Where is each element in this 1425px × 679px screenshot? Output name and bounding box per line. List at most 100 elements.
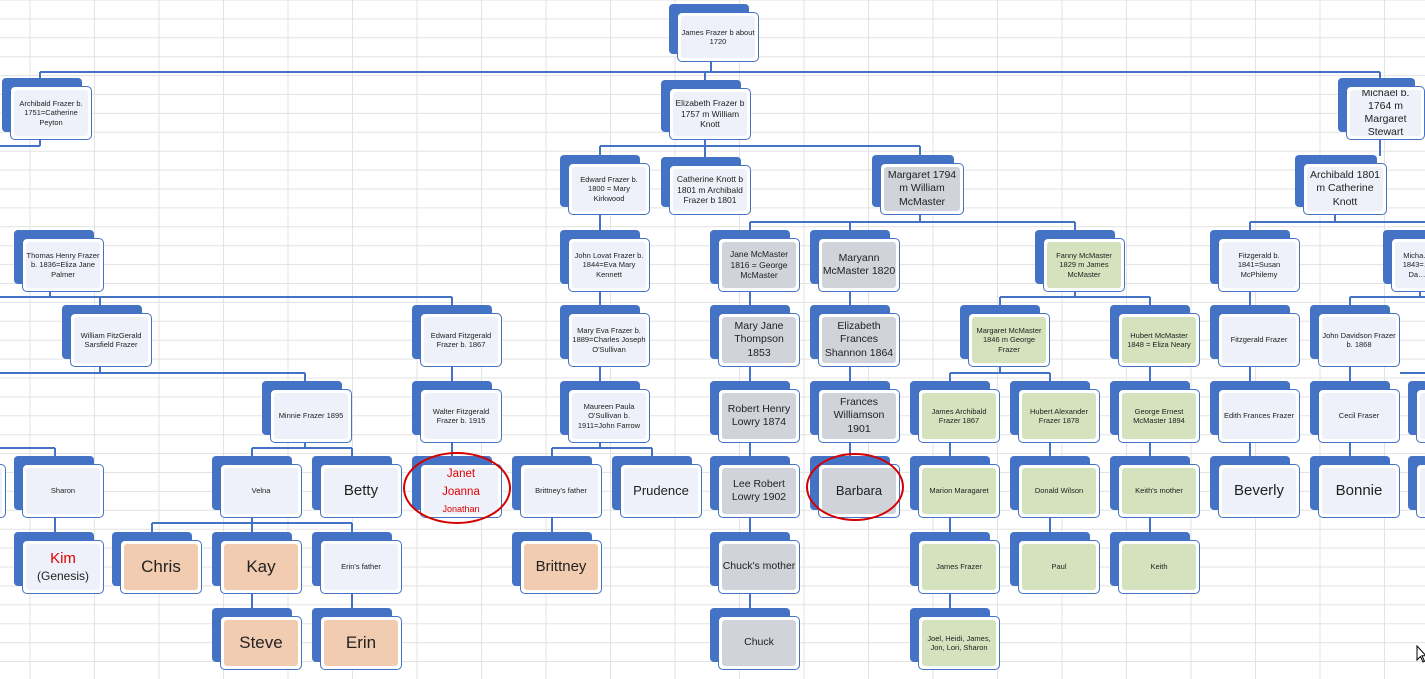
node-marion-maragaret[interactable]: Marion Maragaret (910, 456, 1000, 518)
node-maryann-1820[interactable]: Maryann McMaster 1820 (810, 230, 900, 292)
node-beverly[interactable]: Beverly (1210, 456, 1300, 518)
node-kay[interactable]: Kay (212, 532, 302, 594)
node-minnie-1895[interactable]: Minnie Frazer 1895 (262, 381, 352, 443)
node-label: Edward Fitzgerald Frazer b. 1867 (424, 317, 498, 363)
node-label: Kay (224, 544, 298, 590)
highlight-circle-janet (403, 452, 511, 524)
node-partial-right-row6[interactable] (1408, 456, 1425, 518)
node-sharon[interactable]: Sharon (14, 456, 104, 518)
node-fitzgerald-1841[interactable]: Fitzgerald b. 1841=Susan McPhilemy (1210, 230, 1300, 292)
node-label: Elizabeth Frazer b 1757 m William Knott (673, 92, 747, 136)
node-mary-eva-1889[interactable]: Mary Eva Frazer b. 1889=Charles Joseph O… (560, 305, 650, 367)
node-label: Cecil Fraser (1322, 393, 1396, 439)
node-james-frazer-1720[interactable]: James Frazer b about 1720 (669, 4, 759, 62)
node-walter-1915[interactable]: Walter Fitzgerald Frazer b. 1915 (412, 381, 502, 443)
node-label: Steve (224, 620, 298, 666)
node-maureen-1911[interactable]: Maureen Paula O'Sullivan b. 1911=John Fa… (560, 381, 650, 443)
node-label: James Archibald Frazer 1867 (922, 393, 996, 439)
node-label: Kim (50, 550, 76, 568)
node-label: Hubert McMaster 1848 = Eliza Neary (1122, 317, 1196, 363)
node-james-archibald-1867[interactable]: James Archibald Frazer 1867 (910, 381, 1000, 443)
node-elizabeth-1757[interactable]: Elizabeth Frazer b 1757 m William Knott (661, 80, 751, 140)
node-keith[interactable]: Keith (1110, 532, 1200, 594)
node-jane-1816[interactable]: Jane McMaster 1816 = George McMaster (710, 230, 800, 292)
node-label: Prudence (624, 468, 698, 514)
node-fitzgerald-frazer[interactable]: Fitzgerald Frazer (1210, 305, 1300, 367)
node-erins-father[interactable]: Erin's father (312, 532, 402, 594)
node-label: Elizabeth Frances Shannon 1864 (822, 317, 896, 363)
node-kim[interactable]: Kim (Genesis) (14, 532, 104, 594)
node-partial-right-row5[interactable] (1408, 381, 1425, 443)
node-margaret-1794[interactable]: Margaret 1794 m William McMaster (872, 155, 964, 215)
node-cecil-fraser[interactable]: Cecil Fraser (1310, 381, 1400, 443)
node-john-davidson-1868[interactable]: John Davidson Frazer b. 1868 (1310, 305, 1400, 367)
mouse-cursor-icon (1416, 645, 1425, 663)
node-chris[interactable]: Chris (112, 532, 202, 594)
node-edward-1800[interactable]: Edward Frazer b. 1800 = Mary Kirkwood (560, 155, 650, 215)
node-elizabeth-frances-1864[interactable]: Elizabeth Frances Shannon 1864 (810, 305, 900, 367)
node-label: Michael b. 1764 m Margaret Stewart (1350, 90, 1421, 136)
node-archibald-1801[interactable]: Archibald 1801 m Catherine Knott (1295, 155, 1387, 215)
node-label: Chuck's mother (722, 544, 796, 590)
node-keiths-mother[interactable]: Keith's mother (1110, 456, 1200, 518)
node-joel-heidi[interactable]: Joel, Heidi, James, Jon, Lori, Sharon (910, 608, 1000, 670)
node-sublabel: (Genesis) (36, 568, 89, 583)
node-frances-1901[interactable]: Frances Williamson 1901 (810, 381, 900, 443)
node-label: John Lovat Frazer b. 1844=Eva Mary Kenne… (572, 242, 646, 288)
node-label: William FitzGerald Sarsfield Frazer (74, 317, 148, 363)
node-edith-frances[interactable]: Edith Frances Frazer (1210, 381, 1300, 443)
node-label: Archibald Frazer b. 1751=Catherine Peyto… (14, 90, 88, 136)
node-prudence[interactable]: Prudence (612, 456, 702, 518)
node-margaret-1846[interactable]: Margaret McMaster 1846 m George Frazer (960, 305, 1050, 367)
node-label: Margaret 1794 m William McMaster (884, 167, 960, 211)
node-label: Chuck (722, 620, 796, 666)
node-label: Beverly (1222, 468, 1296, 514)
node-label: Edith Frances Frazer (1222, 393, 1296, 439)
node-donald-wilson[interactable]: Donald Wilson (1010, 456, 1100, 518)
node-label: Archibald 1801 m Catherine Knott (1307, 167, 1383, 211)
node-william-fitzgerald[interactable]: William FitzGerald Sarsfield Frazer (62, 305, 152, 367)
node-label: Fitzgerald Frazer (1222, 317, 1296, 363)
node-betty[interactable]: Betty (312, 456, 402, 518)
node-label: James Frazer (922, 544, 996, 590)
node-michael-1764[interactable]: Michael b. 1764 m Margaret Stewart (1338, 78, 1425, 140)
node-chucks-mother[interactable]: Chuck's mother (710, 532, 800, 594)
node-michael-1843[interactable]: Micha… 1843=… Da… (1383, 230, 1425, 292)
node-robert-1874[interactable]: Robert Henry Lowry 1874 (710, 381, 800, 443)
node-george-1894[interactable]: George Ernest McMaster 1894 (1110, 381, 1200, 443)
node-label: Chris (124, 544, 198, 590)
node-label: Edward Frazer b. 1800 = Mary Kirkwood (572, 167, 646, 211)
node-paul[interactable]: Paul (1010, 532, 1100, 594)
node-partial-left-row6[interactable] (0, 456, 6, 518)
node-brittney[interactable]: Brittney (512, 532, 602, 594)
node-label: Thomas Henry Frazer b. 1836=Eliza Jane P… (26, 242, 100, 288)
node-edward-1867[interactable]: Edward Fitzgerald Frazer b. 1867 (412, 305, 502, 367)
node-label: Maureen Paula O'Sullivan b. 1911=John Fa… (572, 393, 646, 439)
node-label: Minnie Frazer 1895 (274, 393, 348, 439)
node-erin[interactable]: Erin (312, 608, 402, 670)
node-fanny-1829[interactable]: Fanny McMaster 1829 m James McMaster (1035, 230, 1125, 292)
node-label: Brittney's father (524, 468, 598, 514)
node-label: Hubert Alexander Frazer 1878 (1022, 393, 1096, 439)
node-velna[interactable]: Velna (212, 456, 302, 518)
node-archibald-1751[interactable]: Archibald Frazer b. 1751=Catherine Peyto… (2, 78, 92, 140)
node-label: Brittney (524, 544, 598, 590)
node-thomas-1836[interactable]: Thomas Henry Frazer b. 1836=Eliza Jane P… (14, 230, 104, 292)
node-hubert-alexander-1878[interactable]: Hubert Alexander Frazer 1878 (1010, 381, 1100, 443)
node-label: Lee Robert Lowry 1902 (722, 468, 796, 514)
node-hubert-1848[interactable]: Hubert McMaster 1848 = Eliza Neary (1110, 305, 1200, 367)
node-label: Keith (1122, 544, 1196, 590)
node-catherine-1801[interactable]: Catherine Knott b 1801 m Archibald Fraze… (661, 157, 751, 215)
node-label: Paul (1022, 544, 1096, 590)
node-mary-jane-1853[interactable]: Mary Jane Thompson 1853 (710, 305, 800, 367)
node-label: Walter Fitzgerald Frazer b. 1915 (424, 393, 498, 439)
node-chuck[interactable]: Chuck (710, 608, 800, 670)
node-bonnie[interactable]: Bonnie (1310, 456, 1400, 518)
node-lee-1902[interactable]: Lee Robert Lowry 1902 (710, 456, 800, 518)
node-label: James Frazer b about 1720 (681, 16, 755, 58)
node-brittneys-father[interactable]: Brittney's father (512, 456, 602, 518)
node-label: Joel, Heidi, James, Jon, Lori, Sharon (922, 620, 996, 666)
node-john-1844[interactable]: John Lovat Frazer b. 1844=Eva Mary Kenne… (560, 230, 650, 292)
node-steve[interactable]: Steve (212, 608, 302, 670)
node-james-frazer[interactable]: James Frazer (910, 532, 1000, 594)
